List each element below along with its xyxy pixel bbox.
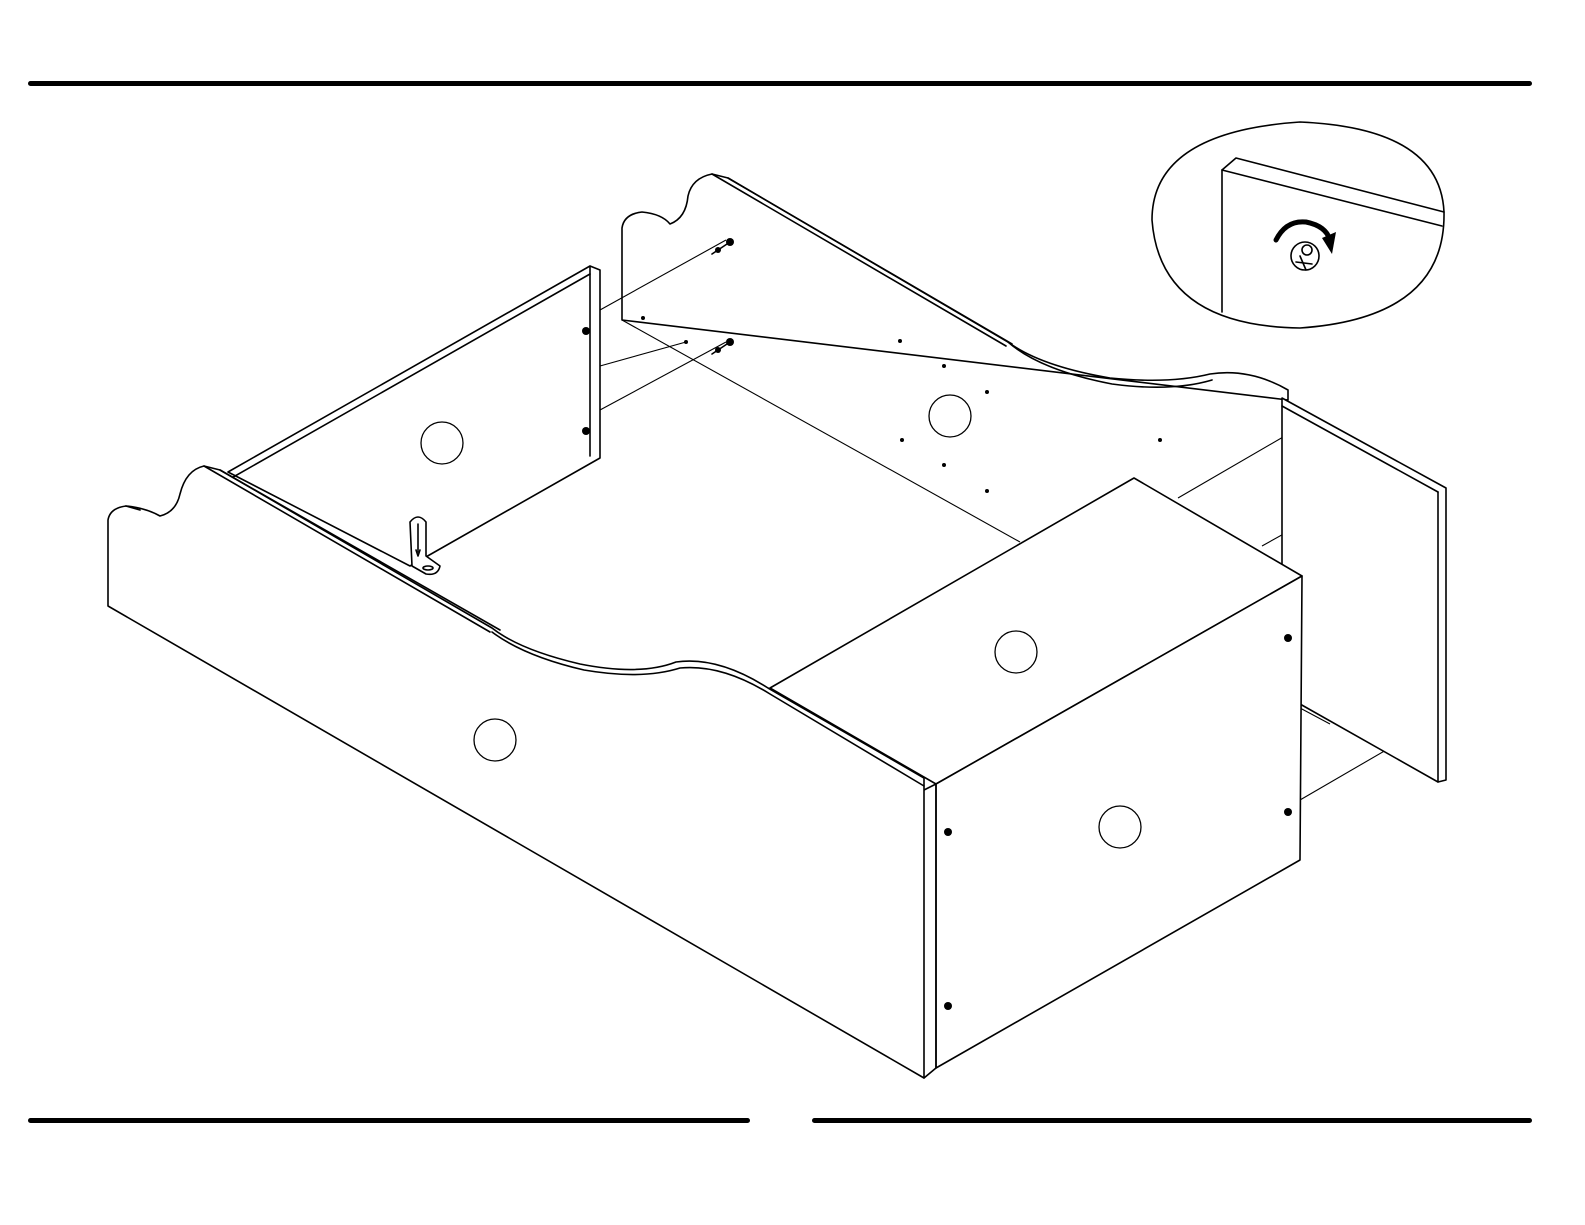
wire-hole-icon bbox=[421, 422, 463, 464]
wire-hole-icon bbox=[474, 719, 516, 761]
wire-hole-icon bbox=[995, 631, 1037, 673]
cam-bolt-icon bbox=[712, 338, 734, 354]
cam-lock-detail bbox=[1152, 122, 1444, 328]
footer-rule-right bbox=[812, 1118, 1532, 1123]
footboard-panel bbox=[108, 466, 924, 1078]
wire-hole-icon bbox=[1099, 806, 1141, 848]
footer-rule-left bbox=[28, 1118, 750, 1123]
cam-lock-icon bbox=[1291, 242, 1319, 270]
end-board bbox=[1282, 398, 1446, 782]
wire-hole-icon bbox=[929, 395, 971, 437]
